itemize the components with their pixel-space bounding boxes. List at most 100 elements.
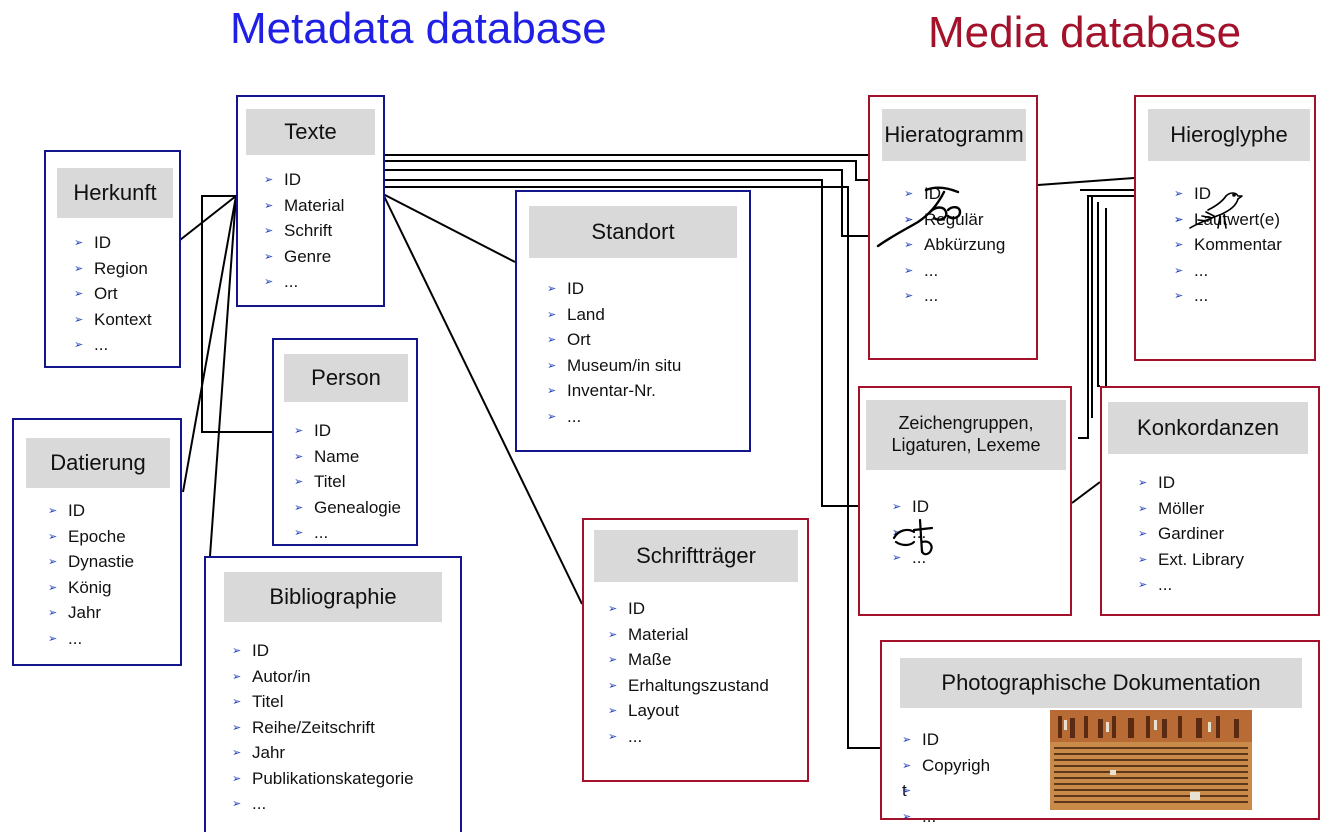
field-item: ...	[904, 258, 1005, 284]
field-item: ID	[232, 638, 414, 664]
entity-standort-fields: ID Land Ort Museum/in situ Inventar-Nr. …	[547, 276, 681, 429]
field-item: ...	[1174, 283, 1282, 309]
field-item: Ort	[547, 327, 681, 353]
connector-texte-herkunft	[179, 195, 237, 241]
entity-person[interactable]: Person ID Name Titel Genealogie ...	[272, 338, 418, 546]
entity-standort[interactable]: Standort ID Land Ort Museum/in situ Inve…	[515, 190, 751, 452]
entity-hieroglyphe-title: Hieroglyphe	[1148, 109, 1310, 161]
metadata-database-heading: Metadata database	[230, 4, 607, 53]
field-item: ...	[1174, 258, 1282, 284]
field-item: ...	[232, 791, 414, 817]
field-item: Land	[547, 302, 681, 328]
field-item: Publikationskategorie	[232, 766, 414, 792]
field-item: ID	[294, 418, 401, 444]
connector-texte-datierung	[201, 195, 272, 433]
field-item: Autor/in	[232, 664, 414, 690]
field-item: ID	[264, 167, 344, 193]
entity-datierung-fields: ID Epoche Dynastie König Jahr ...	[48, 498, 134, 651]
entity-hieratogramm-title: Hieratogramm	[882, 109, 1026, 161]
entity-zeichengruppen-fields: ID ... ...	[892, 494, 929, 571]
entity-photo-fields: ID Copyrigh t ...	[902, 727, 990, 829]
field-item: ID	[1174, 181, 1282, 207]
entity-bibliographie[interactable]: Bibliographie ID Autor/in Titel Reihe/Ze…	[204, 556, 462, 832]
field-item: Dynastie	[48, 549, 134, 575]
entity-datierung-title: Datierung	[26, 438, 170, 488]
field-item: ID	[902, 727, 990, 753]
field-item: ID	[1138, 470, 1244, 496]
entity-datierung[interactable]: Datierung ID Epoche Dynastie König Jahr …	[12, 418, 182, 666]
field-item: Jahr	[232, 740, 414, 766]
field-item: Titel	[294, 469, 401, 495]
hieratic-sign-icon	[876, 186, 962, 248]
entity-schrifttraeger-fields: ID Material Maße Erhaltungszustand Layou…	[608, 596, 769, 749]
field-item: ...	[608, 724, 769, 750]
field-item: ...	[1138, 572, 1244, 598]
field-item: ...	[892, 520, 929, 546]
entity-schrifttraeger[interactable]: Schriftträger ID Material Maße Erhaltung…	[582, 518, 809, 782]
connector-zeichen-hieroglyphe-3	[1097, 202, 1100, 387]
field-item: Möller	[1138, 496, 1244, 522]
entity-hieroglyphe-fields: ID Lautwert(e) Kommentar ... ...	[1174, 181, 1282, 309]
entity-person-fields: ID Name Titel Genealogie ...	[294, 418, 401, 546]
entity-standort-title: Standort	[529, 206, 737, 258]
field-item: ID	[48, 498, 134, 524]
field-item: Genealogie	[294, 495, 401, 521]
connector-texte-photo	[385, 186, 880, 749]
entity-herkunft[interactable]: Herkunft ID Region Ort Kontext ...	[44, 150, 181, 368]
media-database-heading: Media database	[928, 8, 1242, 57]
field-item: ID	[74, 230, 152, 256]
field-item: ID	[892, 494, 929, 520]
field-item: Material	[608, 622, 769, 648]
entity-hieroglyphe[interactable]: Hieroglyphe ID Lautwert(e) Kommentar ...…	[1134, 95, 1316, 361]
papyrus-photo-icon	[1050, 710, 1252, 810]
connector-texte-zeichengruppen-2	[385, 179, 858, 507]
field-item: Material	[264, 193, 344, 219]
field-item: Maße	[608, 647, 769, 673]
connector-texte-zeichengruppen	[385, 169, 868, 237]
entity-konkordanzen-fields: ID Möller Gardiner Ext. Library ...	[1138, 470, 1244, 598]
field-item: ...	[264, 269, 344, 295]
field-item: ID	[608, 596, 769, 622]
field-item: Museum/in situ	[547, 353, 681, 379]
connector-texte-hieroglyphe	[385, 160, 868, 181]
entity-hieratogramm[interactable]: Hieratogramm ID Regulär Abkürzung ... ..…	[868, 95, 1038, 360]
field-item: Layout	[608, 698, 769, 724]
field-item: ...	[904, 283, 1005, 309]
entity-person-title: Person	[284, 354, 408, 402]
entity-zeichengruppen[interactable]: Zeichengruppen, Ligaturen, Lexeme ID ...…	[858, 386, 1072, 616]
field-item: ...	[547, 404, 681, 430]
connector-texte-schrifttraeger	[382, 193, 583, 605]
entity-schrifttraeger-title: Schriftträger	[594, 530, 798, 582]
field-item: König	[48, 575, 134, 601]
ligature-sign-icon	[892, 518, 934, 556]
entity-herkunft-fields: ID Region Ort Kontext ...	[74, 230, 152, 358]
connector-hieratogramm-hieroglyphe-1	[1037, 177, 1135, 186]
entity-konkordanzen-title: Konkordanzen	[1108, 402, 1308, 454]
field-item: ...	[294, 520, 401, 546]
field-item: ...	[902, 804, 990, 830]
entity-photo-title: Photographische Dokumentation	[900, 658, 1302, 708]
field-item: Kommentar	[1174, 232, 1282, 258]
field-item: Schrift	[264, 218, 344, 244]
field-item: Titel	[232, 689, 414, 715]
field-item: Erhaltungszustand	[608, 673, 769, 699]
field-item: Ext. Library	[1138, 547, 1244, 573]
entity-bibliographie-fields: ID Autor/in Titel Reihe/Zeitschrift Jahr…	[232, 638, 414, 817]
field-item: ...	[48, 626, 134, 652]
field-item: Copyrigh	[902, 753, 990, 779]
field-item: Jahr	[48, 600, 134, 626]
field-item: t	[902, 778, 990, 804]
entity-herkunft-title: Herkunft	[57, 168, 173, 218]
entity-texte-title: Texte	[246, 109, 375, 155]
entity-texte[interactable]: Texte ID Material Schrift Genre ...	[236, 95, 385, 307]
entity-konkordanzen[interactable]: Konkordanzen ID Möller Gardiner Ext. Lib…	[1100, 386, 1320, 616]
field-item: Inventar-Nr.	[547, 378, 681, 404]
field-item: ID	[547, 276, 681, 302]
field-item: Genre	[264, 244, 344, 270]
field-item: Epoche	[48, 524, 134, 550]
field-item: Reihe/Zeitschrift	[232, 715, 414, 741]
field-item: Abkürzung	[904, 232, 1005, 258]
connector-texte-person	[182, 195, 237, 493]
field-item: Ort	[74, 281, 152, 307]
